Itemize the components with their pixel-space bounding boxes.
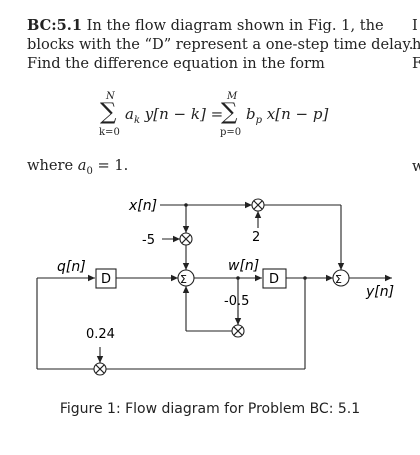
junction-w (236, 276, 240, 280)
gain-024-label: 0.24 (86, 327, 115, 342)
cut-text-3: F (412, 55, 420, 72)
figure-caption: Figure 1: Flow diagram for Problem BC: 5… (59, 401, 361, 417)
mult-cross-neg05 (233, 326, 243, 336)
rhs-coef: b (246, 105, 256, 123)
mult-cross-024 (95, 364, 105, 374)
lhs-sub: k (133, 115, 141, 126)
delay2-label: D (269, 272, 279, 287)
lhs-rest: y[n − k] = (144, 105, 224, 123)
sum1-sigma: ∑ (100, 99, 117, 125)
junction-out (303, 276, 307, 280)
cut-text-1: I (412, 17, 418, 34)
problem-statement: BC:5.1 In the flow diagram shown in Fig.… (27, 16, 417, 73)
x-label: x[n] (128, 198, 157, 214)
gain-2-label: 2 (252, 230, 260, 245)
problem-line-3: Find the difference equation in the form (27, 55, 325, 72)
sum2-upper: M (227, 91, 238, 102)
gain-neg5-label: -5 (142, 233, 155, 248)
sum2-symbol: Σ (335, 273, 342, 286)
sum2-lower: p=0 (220, 127, 242, 138)
sum1-symbol: Σ (180, 273, 187, 286)
where-rest: = 1. (92, 157, 129, 174)
sum2-sigma: ∑ (221, 99, 238, 125)
gain-neg05-label: -0.5 (224, 294, 249, 309)
mult-cross-2 (253, 200, 263, 210)
w-label: w[n] (228, 258, 259, 274)
sum-node-2 (332, 269, 350, 287)
where-sub: 0 (86, 165, 93, 177)
sum-node-1 (177, 269, 195, 287)
rhs-sub: p (255, 115, 263, 126)
delay-block-2 (262, 268, 287, 289)
delay1-label: D (101, 272, 111, 287)
problem-line-2: blocks with the “D” represent a one-step… (27, 36, 414, 53)
rhs-term: bp x[n − p] (246, 105, 328, 126)
y-label: y[n] (365, 284, 394, 300)
cut-text-4: w (412, 158, 420, 175)
where-prefix: where (27, 157, 78, 174)
sum1-upper: N (106, 91, 115, 102)
problem-line-1: BC:5.1 In the flow diagram shown in Fig.… (27, 16, 417, 35)
junction-x (184, 203, 188, 207)
cut-text-2: h (412, 36, 420, 53)
sum1-lower: k=0 (99, 127, 120, 138)
lhs-coef: a (125, 105, 134, 123)
where-var: a (77, 157, 87, 174)
q-label: q[n] (57, 259, 86, 275)
lhs-term: ak y[n − k] = (125, 105, 223, 126)
problem-label: BC:5.1 (27, 17, 82, 34)
problem-text-1: In the flow diagram shown in Fig. 1, the (86, 17, 384, 34)
rhs-rest: x[n − p] (262, 105, 329, 123)
delay-block-1 (95, 268, 117, 289)
where-clause: where a0 = 1. (27, 157, 128, 177)
mult-cross-neg5 (181, 234, 191, 244)
